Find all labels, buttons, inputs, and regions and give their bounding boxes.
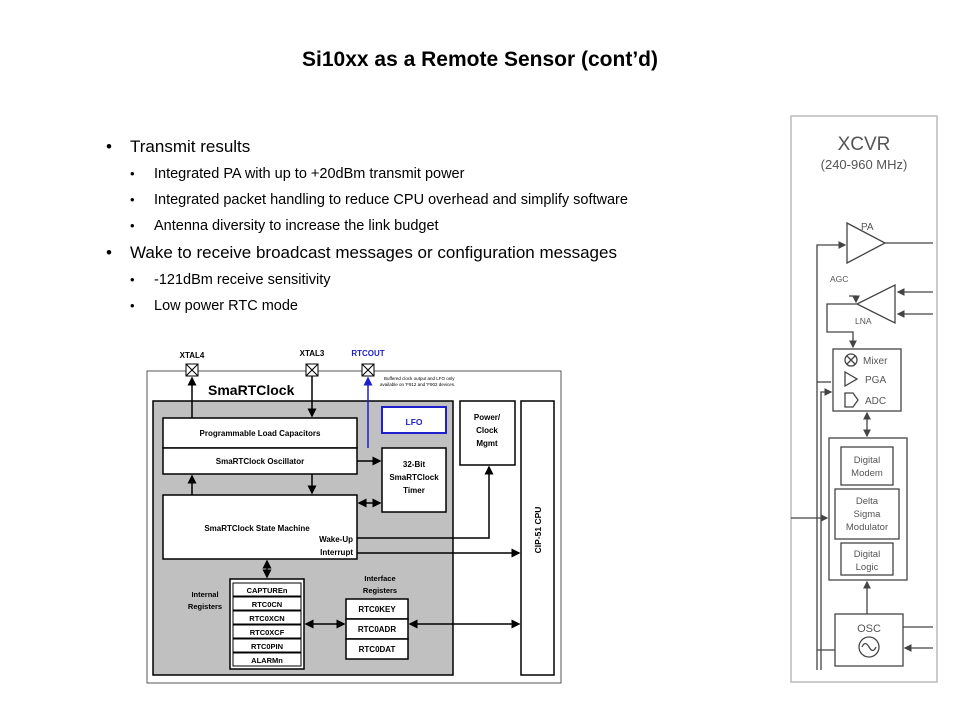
bullet-transmit: Transmit results bbox=[106, 135, 786, 163]
internal-registers-label-1: Internal bbox=[191, 590, 218, 599]
interface-register-label: RTC0DAT bbox=[359, 645, 396, 654]
internal-register-cell bbox=[232, 610, 302, 625]
xcvr-subtitle: (240-960 MHz) bbox=[821, 157, 908, 172]
pin-rtcout-icon bbox=[361, 363, 375, 377]
internal-register-label: RTC0XCN bbox=[249, 614, 284, 623]
lfo-label: LFO bbox=[406, 417, 423, 427]
delta-sigma-block bbox=[834, 488, 900, 540]
timer-label-1: 32-Bit bbox=[403, 460, 426, 469]
osc-block bbox=[834, 613, 904, 667]
note-line-1: Buffered clock output and LFO only bbox=[384, 376, 455, 381]
pin-icons bbox=[185, 363, 375, 377]
internal-registers-label-2: Registers bbox=[188, 602, 222, 611]
internal-register-label: RTC0PIN bbox=[251, 642, 283, 651]
logic-label-2: Logic bbox=[856, 562, 879, 573]
internal-register-cell bbox=[232, 624, 302, 639]
pa-icon bbox=[846, 221, 887, 265]
digital-modem-block bbox=[840, 446, 894, 486]
power-label-3: Mgmt bbox=[476, 439, 498, 448]
interface-registers-label-2: Registers bbox=[363, 586, 397, 595]
internal-register-label: RTC0CN bbox=[252, 600, 282, 609]
bullet-wake: Wake to receive broadcast messages or co… bbox=[106, 241, 786, 269]
logic-label-1: Digital bbox=[854, 549, 880, 560]
dsm-label-2: Sigma bbox=[854, 509, 882, 520]
sub-bullet: Integrated PA with up to +20dBm transmit… bbox=[106, 163, 786, 189]
cpu-label: CIP-51 CPU bbox=[533, 507, 543, 554]
mixer-label: Mixer bbox=[863, 356, 888, 367]
pin-rtcout-label: RTCOUT bbox=[351, 349, 384, 358]
power-label-2: Clock bbox=[476, 426, 498, 435]
mixer-pga-adc-block bbox=[832, 348, 902, 412]
timer-block bbox=[381, 447, 447, 513]
pga-icon bbox=[844, 370, 859, 388]
internal-register-cell bbox=[232, 582, 302, 597]
pin-xtal3-icon bbox=[305, 363, 319, 377]
cpu-block bbox=[520, 400, 555, 676]
lna-label: LNA bbox=[855, 316, 872, 326]
dsm-label-1: Delta bbox=[856, 496, 879, 507]
dsm-label-3: Modulator bbox=[846, 522, 888, 533]
osc-label: OSC bbox=[857, 623, 881, 635]
interface-registers-list: RTC0KEY RTC0ADR RTC0DAT bbox=[345, 598, 409, 660]
load-capacitors-block bbox=[162, 417, 358, 449]
state-machine-label: SmaRTClock State Machine bbox=[204, 524, 310, 533]
slide-title: Si10xx as a Remote Sensor (cont’d) bbox=[302, 48, 658, 71]
sub-bullet: Integrated packet handling to reduce CPU… bbox=[106, 189, 786, 215]
pin-xtal3-label: XTAL3 bbox=[300, 349, 325, 358]
note-line-2: available on 'F912 and 'F902 devices. bbox=[380, 382, 455, 387]
mixer-icon bbox=[844, 353, 858, 367]
pga-label: PGA bbox=[865, 375, 886, 386]
sub-bullet: -121dBm receive sensitivity bbox=[106, 269, 786, 295]
internal-register-label: CAPTUREn bbox=[247, 586, 288, 595]
xcvr-title: XCVR bbox=[838, 134, 891, 155]
internal-register-cell bbox=[232, 652, 302, 667]
pin-xtal4-label: XTAL4 bbox=[180, 351, 205, 360]
wakeup-label: Wake-Up bbox=[319, 535, 353, 544]
agc-label: AGC bbox=[830, 274, 848, 284]
internal-register-label: ALARMn bbox=[251, 656, 283, 665]
sub-bullet: Antenna diversity to increase the link b… bbox=[106, 215, 786, 241]
timer-label-3: Timer bbox=[403, 486, 425, 495]
modem-label-1: Digital bbox=[854, 455, 880, 466]
load-capacitors-label: Programmable Load Capacitors bbox=[200, 429, 321, 438]
power-clock-block bbox=[459, 400, 516, 466]
oscillator-block bbox=[162, 447, 358, 475]
interface-registers-label-1: Interface bbox=[364, 574, 395, 583]
pin-xtal4-icon bbox=[185, 363, 199, 377]
digital-logic-block bbox=[840, 542, 894, 576]
pa-label: PA bbox=[861, 222, 874, 233]
oscillator-label: SmaRTClock Oscillator bbox=[216, 457, 304, 466]
bullet-list: Transmit results Integrated PA with up t… bbox=[106, 135, 786, 321]
xcvr-diagram: XCVR (240-960 MHz) PA bbox=[790, 115, 938, 683]
smartclock-title: SmaRTClock bbox=[208, 382, 295, 398]
sub-bullet: Low power RTC mode bbox=[106, 295, 786, 321]
timer-label-2: SmaRTClock bbox=[389, 473, 439, 482]
interface-register-label: RTC0ADR bbox=[358, 625, 396, 634]
interrupt-label: Interrupt bbox=[320, 548, 353, 557]
adc-label: ADC bbox=[865, 396, 886, 407]
smartclock-diagram: XTAL4 XTAL3 RTCOUT SmaRTClock Buffered c… bbox=[146, 349, 562, 684]
adc-icon bbox=[844, 392, 859, 408]
lna-icon bbox=[855, 283, 896, 325]
internal-register-cell bbox=[232, 638, 302, 653]
power-label-1: Power/ bbox=[474, 413, 501, 422]
modem-label-2: Modem bbox=[851, 468, 883, 479]
lfo-block bbox=[381, 406, 447, 434]
internal-register-label: RTC0XCF bbox=[250, 628, 285, 637]
connections bbox=[187, 376, 521, 629]
sine-wave-icon bbox=[858, 636, 880, 658]
digital-block bbox=[828, 437, 908, 581]
state-machine-block bbox=[162, 494, 358, 560]
internal-register-cell bbox=[232, 596, 302, 611]
interface-register-cell bbox=[345, 638, 409, 660]
interface-register-label: RTC0KEY bbox=[358, 605, 396, 614]
